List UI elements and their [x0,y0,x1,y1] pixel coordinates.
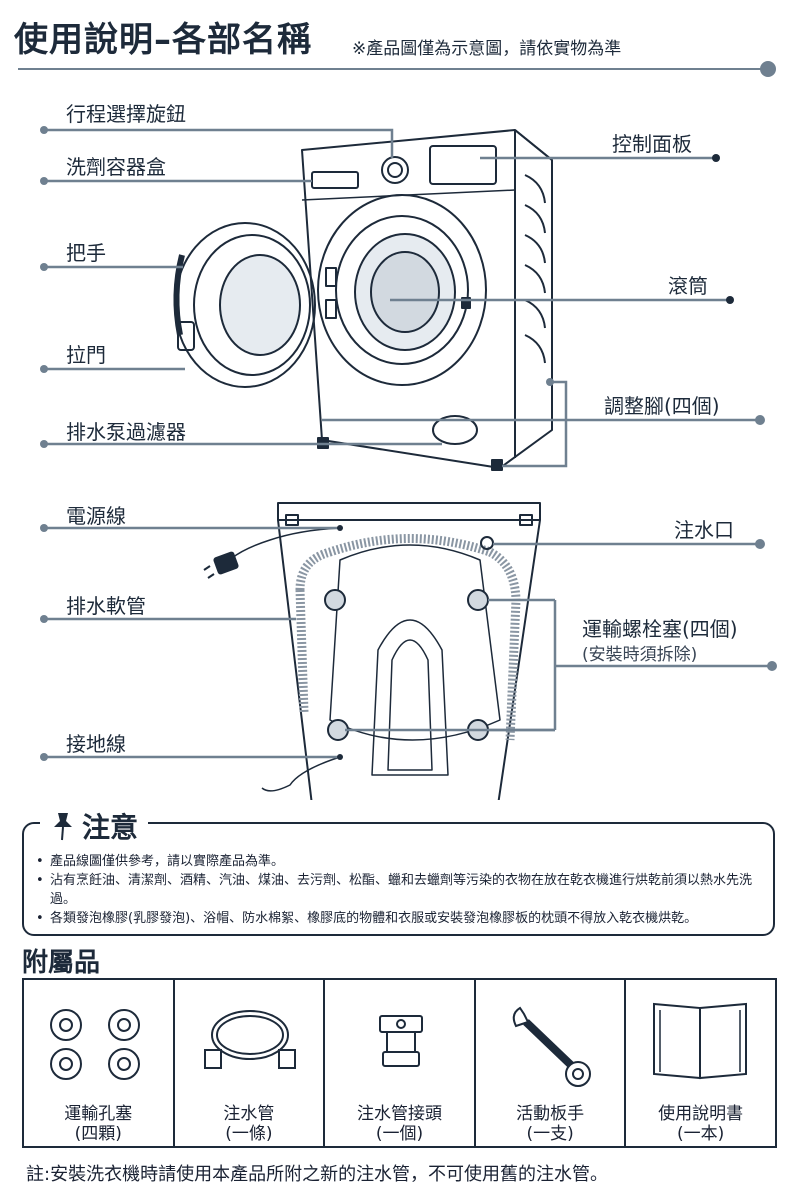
accessory-name: 活動板手 [516,1104,585,1124]
footnote: 註:安裝洗衣機時請使用本產品所附之新的注水管，不可使用舊的注水管。 [26,1164,609,1185]
label-ground-wire: 接地線 [66,732,126,756]
notice-item: 沾有烹飪油、清潔劑、酒精、汽油、煤油、去污劑、松酯、蠟和去蠟劑等污染的衣物在放在… [36,871,766,909]
accessory-wrench: 活動板手 (一支) [476,980,627,1146]
accessory-inlet-hose: 注水管 (一條) [175,980,326,1146]
accessory-qty: (一本) [677,1124,725,1144]
notice-item: 產品線圖僅供參考，請以實際產品為準。 [36,852,766,871]
label-control-panel: 控制面板 [612,132,692,156]
accessory-qty: (一條) [225,1124,273,1144]
notice-box [22,822,775,936]
accessory-name: 運輸孔塞 [64,1104,133,1124]
accessory-manual: 使用說明書 (一本) [626,980,775,1146]
label-transit-bolts: 運輸螺栓塞(四個) [582,617,738,641]
label-program-knob: 行程選擇旋鈕 [66,102,186,126]
page-title: 使用說明–各部名稱 [14,20,312,60]
header-divider-dot [760,61,776,77]
pushpin-icon [54,813,72,841]
manual-book-icon [653,1002,748,1080]
accessories-grid: 運輸孔塞 (四顆) 注水管 (一條) 注水管接頭 (一個) [22,978,777,1148]
accessory-name: 注水管接頭 [356,1104,442,1124]
label-pump-filter: 排水泵過濾器 [66,420,186,444]
accessory-qty: (一支) [526,1124,574,1144]
header-divider [18,68,768,70]
notice-title: 注意 [82,811,139,844]
label-drum: 滾筒 [668,274,708,298]
label-adjust-feet: 調整腳(四個) [604,394,720,418]
label-door: 拉門 [66,343,106,367]
washer-back-illustration [203,502,541,800]
transit-cap-icon [50,1009,140,1080]
washer-diagram [40,126,777,800]
inlet-hose-icon [203,1010,296,1069]
wrench-icon [512,1006,591,1087]
notice-header: 注意 [40,806,149,846]
label-detergent-box: 洗劑容器盒 [66,155,166,179]
accessory-hose-connector: 注水管接頭 (一個) [325,980,476,1146]
accessory-transit-caps: 運輸孔塞 (四顆) [24,980,175,1146]
notice-list: 產品線圖僅供參考，請以實際產品為準。 沾有烹飪油、清潔劑、酒精、汽油、煤油、去污… [36,852,766,928]
hose-connector-icon [379,1015,424,1067]
label-water-inlet: 注水口 [674,518,734,542]
accessories-title: 附屬品 [22,948,101,978]
label-power-cord: 電源線 [66,504,126,528]
label-drain-hose: 排水軟管 [66,594,146,618]
accessory-qty: (一個) [375,1124,424,1144]
notice-item: 各類發泡橡膠(乳膠發泡)、浴帽、防水棉絮、橡膠底的物體和衣服或安裝發泡橡膠板的枕… [36,909,766,928]
label-transit-bolts-note: (安裝時須拆除) [582,645,698,665]
page-subtitle: ※產品圖僅為示意圖，請依實物為準 [352,39,622,59]
accessory-qty: (四顆) [74,1124,122,1144]
label-handle: 把手 [66,241,106,265]
accessory-name: 使用說明書 [658,1104,744,1124]
accessory-name: 注水管 [223,1104,275,1124]
